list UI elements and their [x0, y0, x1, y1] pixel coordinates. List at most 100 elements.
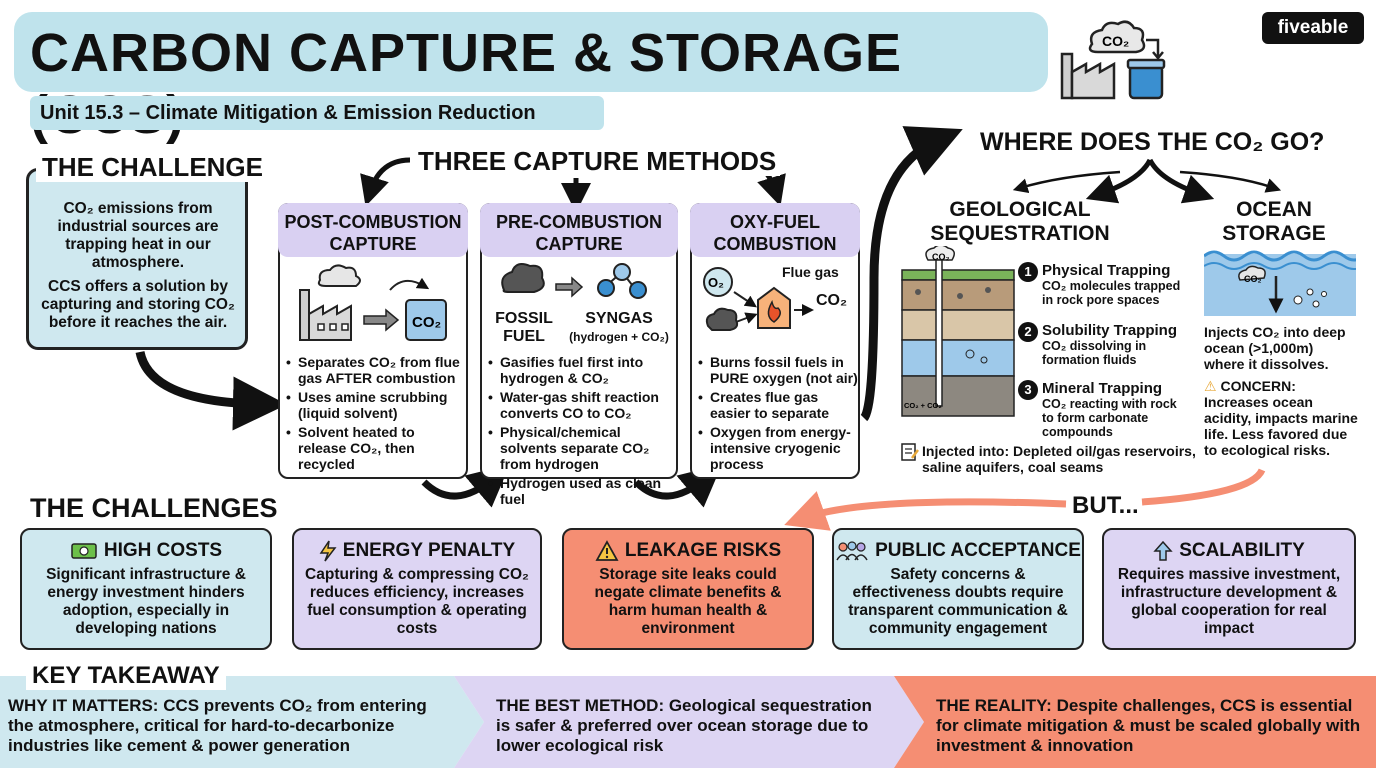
trap-desc-3b: to form carbonate — [1042, 411, 1149, 425]
trap-number-1: 1 — [1018, 262, 1038, 282]
geo-title-2: SEQUESTRATION — [930, 222, 1110, 245]
flue-gas-label: Flue gas — [782, 264, 839, 280]
fossil-fuel-label: FOSSIL FUEL — [492, 310, 556, 346]
challenge-title-scalability: SCALABILITY — [1179, 540, 1305, 561]
takeaway-best: THE BEST METHOD: Geological sequestratio… — [496, 696, 872, 755]
fossil-label-2: FUEL — [503, 328, 545, 345]
methods-heading: THREE CAPTURE METHODS — [414, 146, 781, 176]
challenge-title-public-acceptance: PUBLIC ACCEPTANCE — [875, 540, 1081, 561]
challenge-desc-public-acceptance: Safety concerns & effectiveness doubts r… — [848, 566, 1068, 637]
post-bullet-1: Separates CO₂ from flue gas AFTER combus… — [286, 354, 466, 386]
challenge-title-high-costs: HIGH COSTS — [103, 540, 223, 561]
trap-desc-2a: CO₂ dissolving in — [1042, 339, 1147, 353]
trap-number-2: 2 — [1018, 322, 1038, 342]
challenge-desc-leakage-risks: Storage site leaks could negate climate … — [594, 566, 782, 637]
oxy-bullet-2: Creates flue gas easier to separate — [698, 389, 858, 421]
pre-bullet-3: Physical/chemical solvents separate CO₂ … — [488, 424, 676, 472]
ocean-title-2: STORAGE — [1222, 222, 1326, 245]
oxy-fuel-furnace-icon: O₂ — [703, 267, 814, 331]
post-tank-co2-text: CO₂ — [412, 314, 441, 331]
people-group-icon — [836, 541, 868, 561]
warning-icon: ⚠ — [1204, 378, 1217, 394]
challenge-card-high-costs: HIGH COSTS Significant infrastructure & … — [20, 528, 272, 650]
fossil-label-1: FOSSIL — [495, 310, 553, 327]
takeaway-why: WHY IT MATTERS: CCS prevents CO₂ from en… — [8, 696, 427, 755]
challenge-title-energy-penalty: ENERGY PENALTY — [342, 540, 516, 561]
trap-desc-1b: in rock pore spaces — [1042, 293, 1160, 307]
trap-desc-1a: CO₂ molecules trapped — [1042, 279, 1181, 293]
pre-combustion-title-1: PRE-COMBUSTION — [496, 212, 662, 232]
reaction-text: CO₂ + CO₂ — [904, 401, 942, 410]
factory-to-tank-icon: CO₂ — [299, 264, 447, 341]
takeaway-heading: KEY TAKEAWAY — [26, 662, 226, 690]
trap-title-2: Solubility Trapping — [1042, 322, 1177, 339]
title-banner — [14, 12, 1048, 92]
challenge-card-scalability: SCALABILITY Requires massive investment,… — [1102, 528, 1356, 650]
oxy-bullet-3: Oxygen from energy-intensive cryogenic p… — [698, 424, 858, 472]
post-bullet-3: Solvent heated to release CO₂, then recy… — [286, 424, 466, 472]
geo-title-1: GEOLOGICAL — [949, 198, 1091, 221]
concern-line: ⚠ CONCERN: — [1204, 378, 1296, 394]
syngas-sublabel: (hydrogen + CO₂) — [569, 330, 669, 344]
injected-line-2: saline aquifers, coal seams — [922, 459, 1104, 475]
trap-desc-3c: compounds — [1042, 425, 1113, 439]
challenge-card-energy-penalty: ENERGY PENALTY Capturing & compressing C… — [292, 528, 542, 650]
post-bullet-2: Uses amine scrubbing (liquid solvent) — [286, 389, 466, 421]
challenge-heading: THE CHALLENGE — [36, 152, 269, 182]
ocean-heading: OCEAN STORAGE — [1210, 198, 1338, 246]
warning-triangle-icon — [595, 540, 619, 561]
subtitle-bar — [30, 96, 604, 130]
injected-line-1: Injected into: Depleted oil/gas reservoi… — [922, 443, 1196, 459]
trap-desc-2b: formation fluids — [1042, 353, 1137, 367]
syngas-label: SYNGAS — [585, 310, 653, 327]
oxy-fuel-header: OXY-FUEL COMBUSTION — [690, 203, 860, 257]
pre-combustion-title-2: CAPTURE — [535, 234, 623, 254]
fossil-to-syngas-icon — [501, 263, 647, 299]
challenge-card-leakage-risks: LEAKAGE RISKS Storage site leaks could n… — [562, 528, 814, 650]
icon-co2-text: CO₂ — [1102, 33, 1129, 49]
notepad-icon — [901, 443, 919, 461]
post-combustion-title-1: POST-COMBUSTION — [284, 212, 462, 232]
post-combustion-bullets: Separates CO₂ from flue gas AFTER combus… — [286, 354, 466, 475]
storage-heading: WHERE DOES THE CO₂ GO? — [980, 128, 1325, 156]
challenge-title-leakage-risks: LEAKAGE RISKS — [624, 540, 782, 561]
but-label: BUT... — [1072, 492, 1139, 519]
up-arrow-icon — [1153, 540, 1173, 561]
lightning-icon — [319, 540, 337, 562]
oxy-fuel-bullets: Burns fossil fuels in PURE oxygen (not a… — [698, 354, 858, 475]
trap-title-1: Physical Trapping — [1042, 262, 1171, 279]
takeaway-banner — [0, 676, 1376, 768]
page-title: CARBON CAPTURE & STORAGE (CCS) — [30, 23, 903, 145]
pre-bullet-4: Hydrogen used as clean fuel — [488, 475, 676, 507]
post-combustion-header: POST-COMBUSTION CAPTURE — [278, 203, 468, 257]
challenge-desc-high-costs: Significant infrastructure & energy inve… — [46, 566, 246, 637]
challenge-text-2: CCS offers a solution by capturing and s… — [41, 278, 235, 331]
trap-desc-3a: CO₂ reacting with rock — [1042, 397, 1177, 411]
trap-number-3: 3 — [1018, 380, 1038, 400]
well-co2-text: CO₂ — [932, 252, 950, 262]
oxy-fuel-title-1: OXY-FUEL — [729, 212, 820, 232]
page-subtitle: Unit 15.3 – Climate Mitigation & Emissio… — [40, 102, 536, 124]
challenges-heading: THE CHALLENGES — [30, 493, 278, 523]
pre-bullet-1: Gasifies fuel first into hydrogen & CO₂ — [488, 354, 676, 386]
ocean-co2-text: CO₂ — [1244, 274, 1262, 284]
o2-text: O₂ — [708, 275, 724, 290]
factory-storage-icon: CO₂ — [1060, 20, 1166, 100]
pre-bullet-2: Water-gas shift reaction converts CO to … — [488, 389, 676, 421]
fiveable-logo: fiveable — [1262, 12, 1364, 44]
oxy-co2-label: CO₂ — [816, 292, 848, 309]
concern-label: CONCERN: — [1220, 378, 1296, 394]
challenge-text-1: CO₂ emissions from industrial sources ar… — [57, 200, 219, 271]
geological-layers-icon: CO₂ CO₂ + CO₂ — [901, 246, 1015, 417]
oxy-bullet-1: Burns fossil fuels in PURE oxygen (not a… — [698, 354, 858, 386]
oxy-fuel-title-2: COMBUSTION — [713, 234, 837, 254]
takeaway-reality: THE REALITY: Despite challenges, CCS is … — [936, 696, 1361, 755]
concern-description: Increases ocean acidity, impacts marine … — [1204, 394, 1358, 458]
post-combustion-title-2: CAPTURE — [329, 234, 417, 254]
ocean-description: Injects CO₂ into deep ocean (>1,000m) wh… — [1204, 324, 1346, 372]
pre-combustion-header: PRE-COMBUSTION CAPTURE — [480, 203, 678, 257]
ocean-title-1: OCEAN — [1236, 198, 1312, 221]
ocean-water-icon: CO₂ — [1204, 250, 1356, 316]
challenge-card-public-acceptance: PUBLIC ACCEPTANCE Safety concerns & effe… — [832, 528, 1084, 650]
